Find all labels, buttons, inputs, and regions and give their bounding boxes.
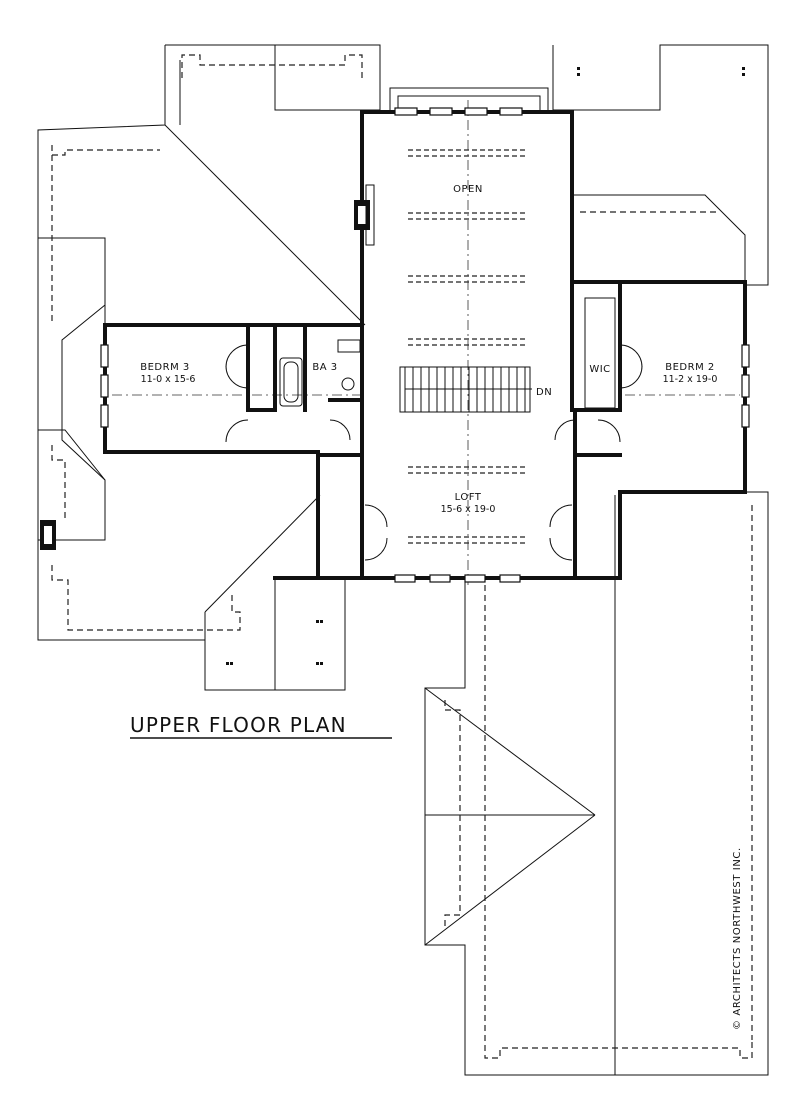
plan-title: UPPER FLOOR PLAN xyxy=(130,713,347,737)
room-bedrm2-dims: 11-2 x 19-0 xyxy=(663,374,718,385)
walls xyxy=(40,110,747,580)
bath-fixtures xyxy=(279,297,616,409)
room-loft-dims: 15-6 x 19-0 xyxy=(441,504,496,515)
roof-outlines xyxy=(37,44,769,1076)
room-open-name: OPEN xyxy=(453,184,483,195)
room-bedrm2-name: BEDRM 2 xyxy=(665,362,715,373)
stair xyxy=(399,366,532,413)
column-marks xyxy=(226,67,745,665)
joist-lines xyxy=(112,100,740,585)
room-bedrm3-dims: 11-0 x 15-6 xyxy=(141,374,196,385)
doors xyxy=(225,344,643,561)
room-ba3-name: BA 3 xyxy=(312,362,337,373)
windows xyxy=(100,107,750,583)
room-bedrm3-name: BEDRM 3 xyxy=(140,362,190,373)
room-loft-name: LOFT xyxy=(455,492,482,503)
copyright-note: © ARCHITECTS NORTHWEST INC. xyxy=(732,847,743,1030)
room-wic-name: WIC xyxy=(589,364,610,375)
eave-dash-lines xyxy=(51,54,753,1059)
stair-direction-label: DN xyxy=(536,387,552,398)
